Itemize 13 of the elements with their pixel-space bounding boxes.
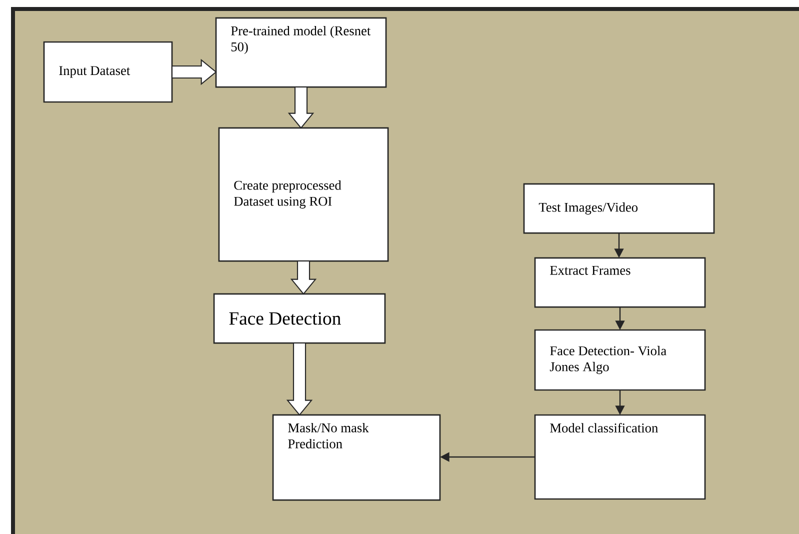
process-box: Test Images/Video <box>523 183 715 234</box>
process-box: Input Dataset <box>43 41 173 103</box>
process-box: Create preprocessed Dataset using ROI <box>218 127 389 262</box>
process-box: Extract Frames <box>534 257 706 308</box>
process-box: Pre-trained model (Resnet 50) <box>215 17 387 88</box>
process-box: Face Detection- Viola Jones Algo <box>534 329 706 391</box>
process-box: Face Detection <box>213 293 386 344</box>
process-box: Model classification <box>534 414 706 500</box>
process-box: Mask/No mask Prediction <box>272 414 441 501</box>
block-arrow <box>286 342 313 416</box>
block-arrow <box>290 260 317 295</box>
block-arrow <box>288 86 314 129</box>
block-arrow <box>171 58 217 86</box>
